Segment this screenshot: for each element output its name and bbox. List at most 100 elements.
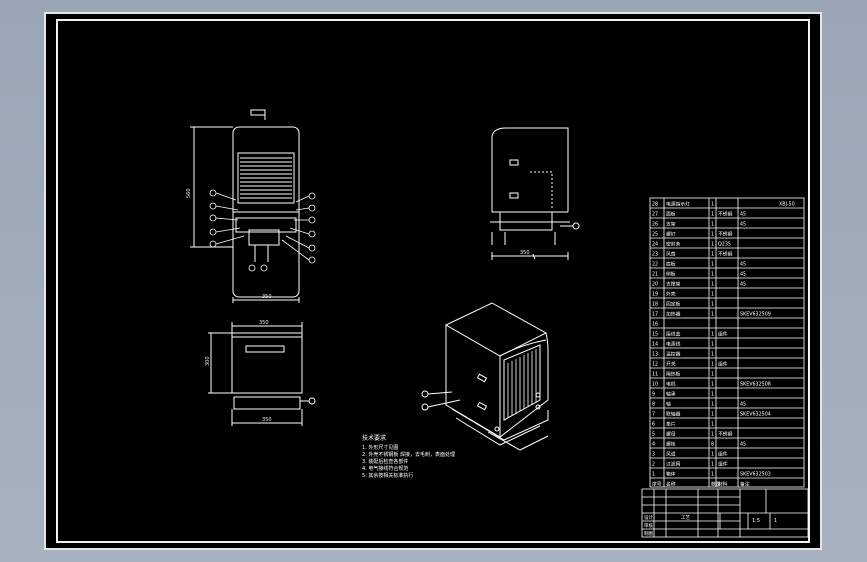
parts-cell-name: 电源线 <box>666 341 681 348</box>
parts-cell-no: 9 <box>652 392 655 398</box>
drawing-sheet <box>44 12 822 550</box>
parts-cell-name: 固定板 <box>666 301 681 308</box>
parts-cell-mat: 不锈钢 <box>718 211 733 218</box>
parts-cell-note: SKEV632503 <box>740 472 771 478</box>
parts-cell-name: 电源指示灯 <box>666 201 690 208</box>
parts-cell-qty: 1 <box>711 332 714 338</box>
parts-cell-name: 面板 <box>666 211 676 218</box>
parts-cell-no: 13 <box>652 352 658 358</box>
parts-cell-qty: 1 <box>711 282 714 288</box>
parts-cell-no: 7 <box>652 412 655 418</box>
parts-header-cell: 备注 <box>740 481 750 488</box>
parts-cell-no: 1 <box>652 472 655 478</box>
parts-cell-qty: 1 <box>711 402 714 408</box>
parts-cell-no: 2 <box>652 462 655 468</box>
parts-cell-note: SKEV632509 <box>740 312 771 318</box>
parts-cell-name: 支架 <box>666 221 676 228</box>
parts-cell-no: 14 <box>652 342 658 348</box>
side-view <box>490 127 580 260</box>
parts-cell-qty: 1 <box>711 342 714 348</box>
parts-cell-qty: 1 <box>711 212 714 218</box>
parts-cell-no: 3 <box>652 452 655 458</box>
parts-cell-name: 联轴器 <box>666 411 681 418</box>
parts-cell-no: 8 <box>652 402 655 408</box>
parts-cell-note: 45 <box>740 212 746 218</box>
parts-cell-name: 轴承 <box>666 391 676 398</box>
parts-cell-note: 45 <box>740 402 746 408</box>
dim-front-height: 560 <box>186 188 192 198</box>
parts-cell-no: 26 <box>652 222 658 228</box>
parts-cell-qty: 1 <box>711 392 714 398</box>
title-check-label: 审核 <box>644 522 653 529</box>
parts-cell-name: 风扇 <box>666 251 676 258</box>
title-block-grid <box>641 488 809 538</box>
parts-cell-name: 接线盒 <box>666 331 681 338</box>
parts-cell-no: 21 <box>652 272 658 278</box>
parts-cell-name: 密封条 <box>666 241 681 248</box>
parts-cell-no: 20 <box>652 282 658 288</box>
parts-cell-no: 19 <box>652 292 658 298</box>
parts-cell-no: 6 <box>652 422 655 428</box>
parts-cell-mat: 组件 <box>718 331 728 338</box>
parts-cell-qty: 1 <box>711 302 714 308</box>
parts-cell-note: SKEV632504 <box>740 412 771 418</box>
title-process-label: 工艺 <box>681 515 690 521</box>
parts-cell-no: 17 <box>652 312 658 318</box>
front-balloons <box>209 189 316 272</box>
parts-cell-no: 18 <box>652 302 658 308</box>
parts-cell-name: 加热器 <box>666 311 681 318</box>
parts-cell-qty: 1 <box>711 422 714 428</box>
parts-cell-name: 支撑架 <box>666 281 681 288</box>
dim-top-height: 300 <box>205 356 211 366</box>
parts-cell-no: 23 <box>652 252 658 258</box>
notes-line-4: 4. 电气接线符合规范 <box>362 465 408 472</box>
top-view <box>208 322 316 426</box>
parts-cell-note: 45 <box>740 262 746 268</box>
parts-cell-qty: 1 <box>711 452 714 458</box>
parts-header-cell: 数量 <box>711 481 721 488</box>
parts-cell-mat: 组件 <box>718 451 728 458</box>
parts-cell-qty: 1 <box>711 432 714 438</box>
drawing-text: 560 350 350 300 350 350 技术要求 1. 外形尺寸见图 2… <box>186 188 795 537</box>
parts-cell-mat: 不锈钢 <box>718 231 733 238</box>
parts-cell-qty: 1 <box>711 242 714 248</box>
parts-cell-qty: 1 <box>711 412 714 418</box>
drawing-frame <box>56 19 810 543</box>
parts-cell-name: 电机 <box>666 381 676 388</box>
parts-cell-name: 开关 <box>666 361 676 368</box>
parts-cell-qty: 1 <box>711 382 714 388</box>
parts-header-cell: 序号 <box>652 481 662 488</box>
dim-side-width: 350 <box>520 250 530 256</box>
parts-cell-qty: 1 <box>711 312 714 318</box>
notes-line-1: 1. 外形尺寸见图 <box>362 444 398 451</box>
parts-cell-qty: 1 <box>711 272 714 278</box>
parts-cell-no: 27 <box>652 212 658 218</box>
parts-cell-note: 45 <box>740 272 746 278</box>
parts-cell-qty: 1 <box>711 372 714 378</box>
dim-top-bottom: 350 <box>262 417 272 423</box>
parts-cell-note: SKEV632508 <box>740 382 771 388</box>
parts-cell-name: 过滤网 <box>666 461 681 468</box>
parts-cell-no: 28 <box>652 202 658 208</box>
parts-cell-no: 24 <box>652 242 658 248</box>
isometric-view <box>421 302 549 451</box>
parts-header-cell: 名称 <box>666 481 676 488</box>
parts-cell-mat: 不锈钢 <box>718 431 733 438</box>
parts-table-grid <box>649 197 805 488</box>
title-sheet: 1 <box>774 518 777 524</box>
parts-cell-qty: 1 <box>711 462 714 468</box>
title-drawn-label: 制图 <box>644 530 653 537</box>
dim-front-width: 350 <box>262 294 272 300</box>
parts-cell-qty: 1 <box>711 292 714 298</box>
parts-cell-mat: 不锈钢 <box>718 251 733 258</box>
parts-cell-mat: Q235 <box>718 242 731 248</box>
parts-cell-name: 温控器 <box>666 351 681 358</box>
parts-cell-no: 12 <box>652 362 658 368</box>
parts-cell-name: 风道 <box>666 451 676 458</box>
notes-heading: 技术要求 <box>362 434 386 442</box>
parts-cell-no: 25 <box>652 232 658 238</box>
parts-cell-no: 22 <box>652 262 658 268</box>
parts-cell-name: 底板 <box>666 261 676 268</box>
parts-cell-qty: 1 <box>711 252 714 258</box>
